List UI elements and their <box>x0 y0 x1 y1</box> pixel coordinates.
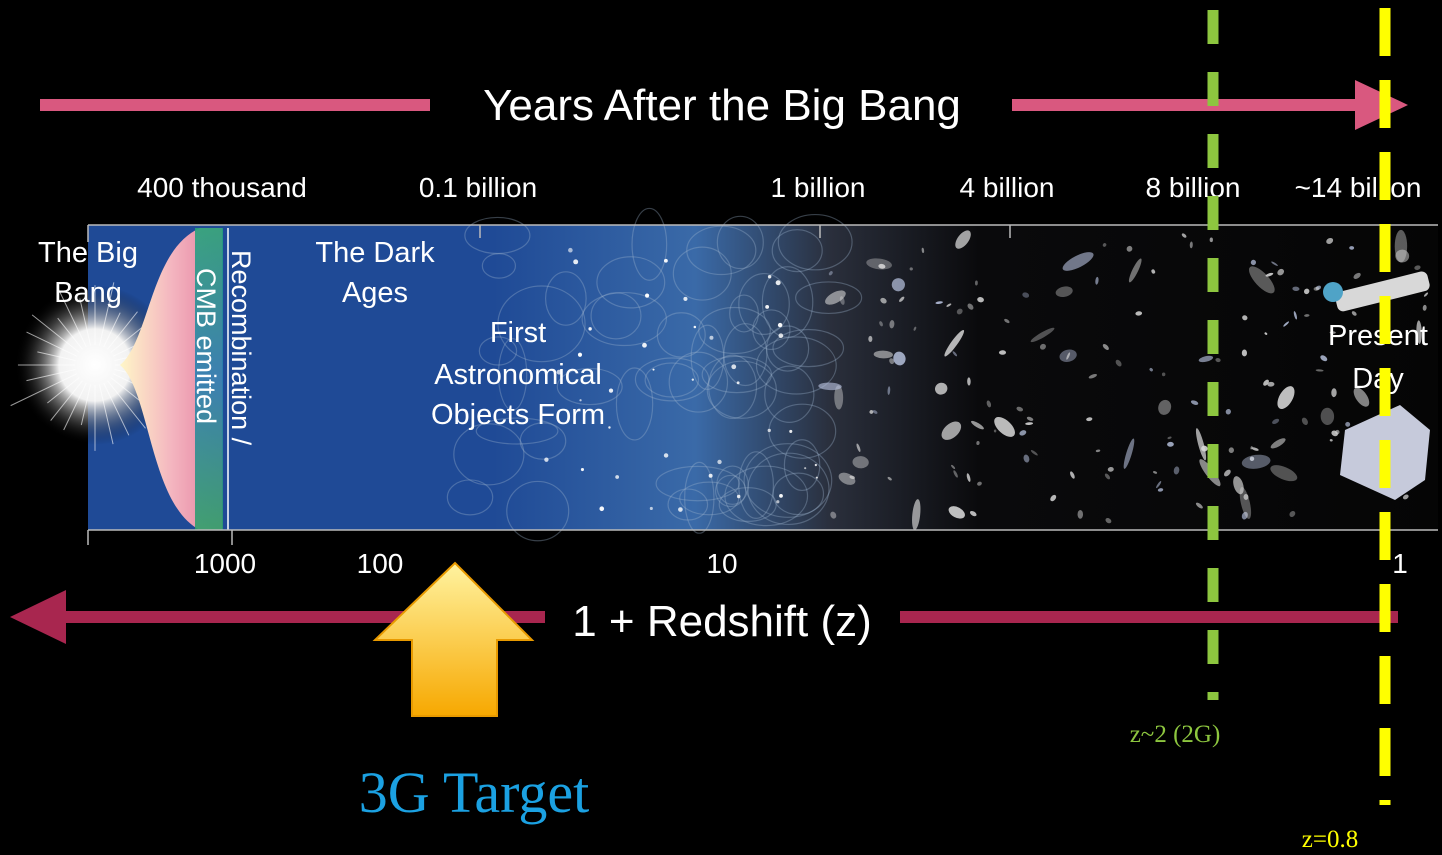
present-day-label: Day <box>1352 363 1404 395</box>
redshift-tick: 100 <box>357 548 404 579</box>
redshift-axis: 1 + Redshift (z) <box>10 590 1398 646</box>
redshift-tick: 10 <box>706 548 737 579</box>
target-arrow <box>372 561 535 717</box>
redshift-axis-label: 1 + Redshift (z) <box>572 597 872 646</box>
dark-ages-label: Ages <box>342 277 408 309</box>
time-tick: 4 billion <box>960 172 1055 203</box>
redshift-tick: 1 <box>1392 548 1408 579</box>
big-bang-glow <box>15 285 175 445</box>
recombination-label: Recombination / <box>226 250 256 446</box>
first-objects-label: Objects Form <box>431 399 605 431</box>
big-bang-label: Bang <box>54 277 122 309</box>
time-tick: 0.1 billion <box>419 172 537 203</box>
target-label: 3G Target <box>359 760 590 825</box>
time-tick: 1 billion <box>771 172 866 203</box>
timeline-title: Years After the Big Bang <box>483 81 961 130</box>
time-tick: 400 thousand <box>137 172 307 203</box>
green-marker-label: z~2 (2G) <box>1130 721 1221 748</box>
time-axis: Years After the Big Bang <box>40 80 1408 130</box>
dark-ages-label: The Dark <box>315 237 435 269</box>
yellow-marker-label: z=0.8 <box>1302 826 1358 853</box>
epoch-panel <box>10 207 1438 542</box>
redshift-tick-labels: 1000 100 10 1 <box>194 548 1408 579</box>
time-tick-labels: 400 thousand 0.1 billion 1 billion 4 bil… <box>137 172 1421 203</box>
time-tick: ~14 billion <box>1295 172 1422 203</box>
big-bang-label: The Big <box>38 237 138 269</box>
cmb-label: CMB emitted <box>191 268 221 424</box>
first-objects-label: Astronomical <box>434 359 602 391</box>
cmb-band <box>195 228 223 530</box>
time-tick: 8 billion <box>1146 172 1241 203</box>
telescope-icon <box>1323 271 1430 312</box>
redshift-tick: 1000 <box>194 548 256 579</box>
first-objects-label: First <box>490 317 546 349</box>
galaxy-field <box>544 229 1429 531</box>
present-day-label: Present <box>1328 320 1428 352</box>
epoch-labels: The Big Bang The Dark Ages First Astrono… <box>38 237 1428 446</box>
